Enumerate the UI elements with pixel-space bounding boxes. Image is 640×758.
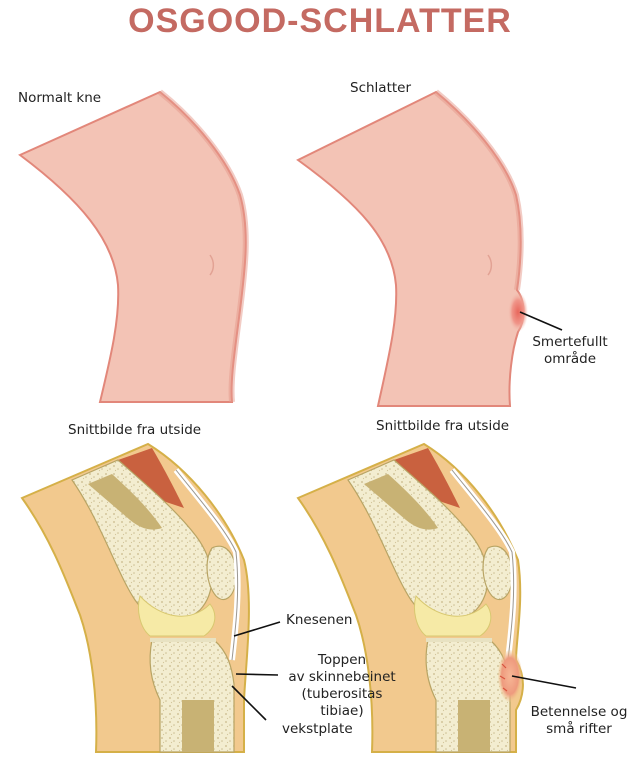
painful-area-marker <box>508 292 528 332</box>
label-tibial-top-line2: av skinnebeinet <box>288 669 396 685</box>
inflammation-marker <box>498 650 522 702</box>
label-patellar-tendon: Knesenen <box>286 612 353 628</box>
label-normal-knee: Normalt kne <box>18 90 102 106</box>
label-inflammation-line2: små rifter <box>546 721 612 737</box>
label-tibial-top-line3: (tuberositas <box>301 686 383 702</box>
label-tibial-top: Toppen av skinnebeinet (tuberositas tibi… <box>280 652 404 720</box>
label-schlatter: Schlatter <box>350 80 412 96</box>
label-painful-area-line2: område <box>543 351 597 367</box>
label-painful-area: Smertefullt område <box>530 334 610 368</box>
label-growth-plate: vekstplate <box>282 721 353 737</box>
label-inflammation: Betennelse og små rifter <box>524 704 634 738</box>
page-title: OSGOOD-SCHLATTER <box>128 2 512 40</box>
normal-knee-illustration <box>18 89 249 403</box>
schlatter-knee-illustration <box>296 89 563 407</box>
label-tibial-top-line1: Toppen <box>317 652 367 668</box>
label-painful-area-line1: Smertefullt <box>532 334 608 350</box>
cross-section-normal <box>20 442 281 753</box>
label-inflammation-line1: Betennelse og <box>530 704 628 720</box>
label-section-right: Snittbilde fra utside <box>376 418 510 434</box>
label-section-left: Snittbilde fra utside <box>68 422 202 438</box>
label-tibial-top-line4: tibiae) <box>320 703 364 719</box>
cross-section-schlatter <box>296 442 577 753</box>
